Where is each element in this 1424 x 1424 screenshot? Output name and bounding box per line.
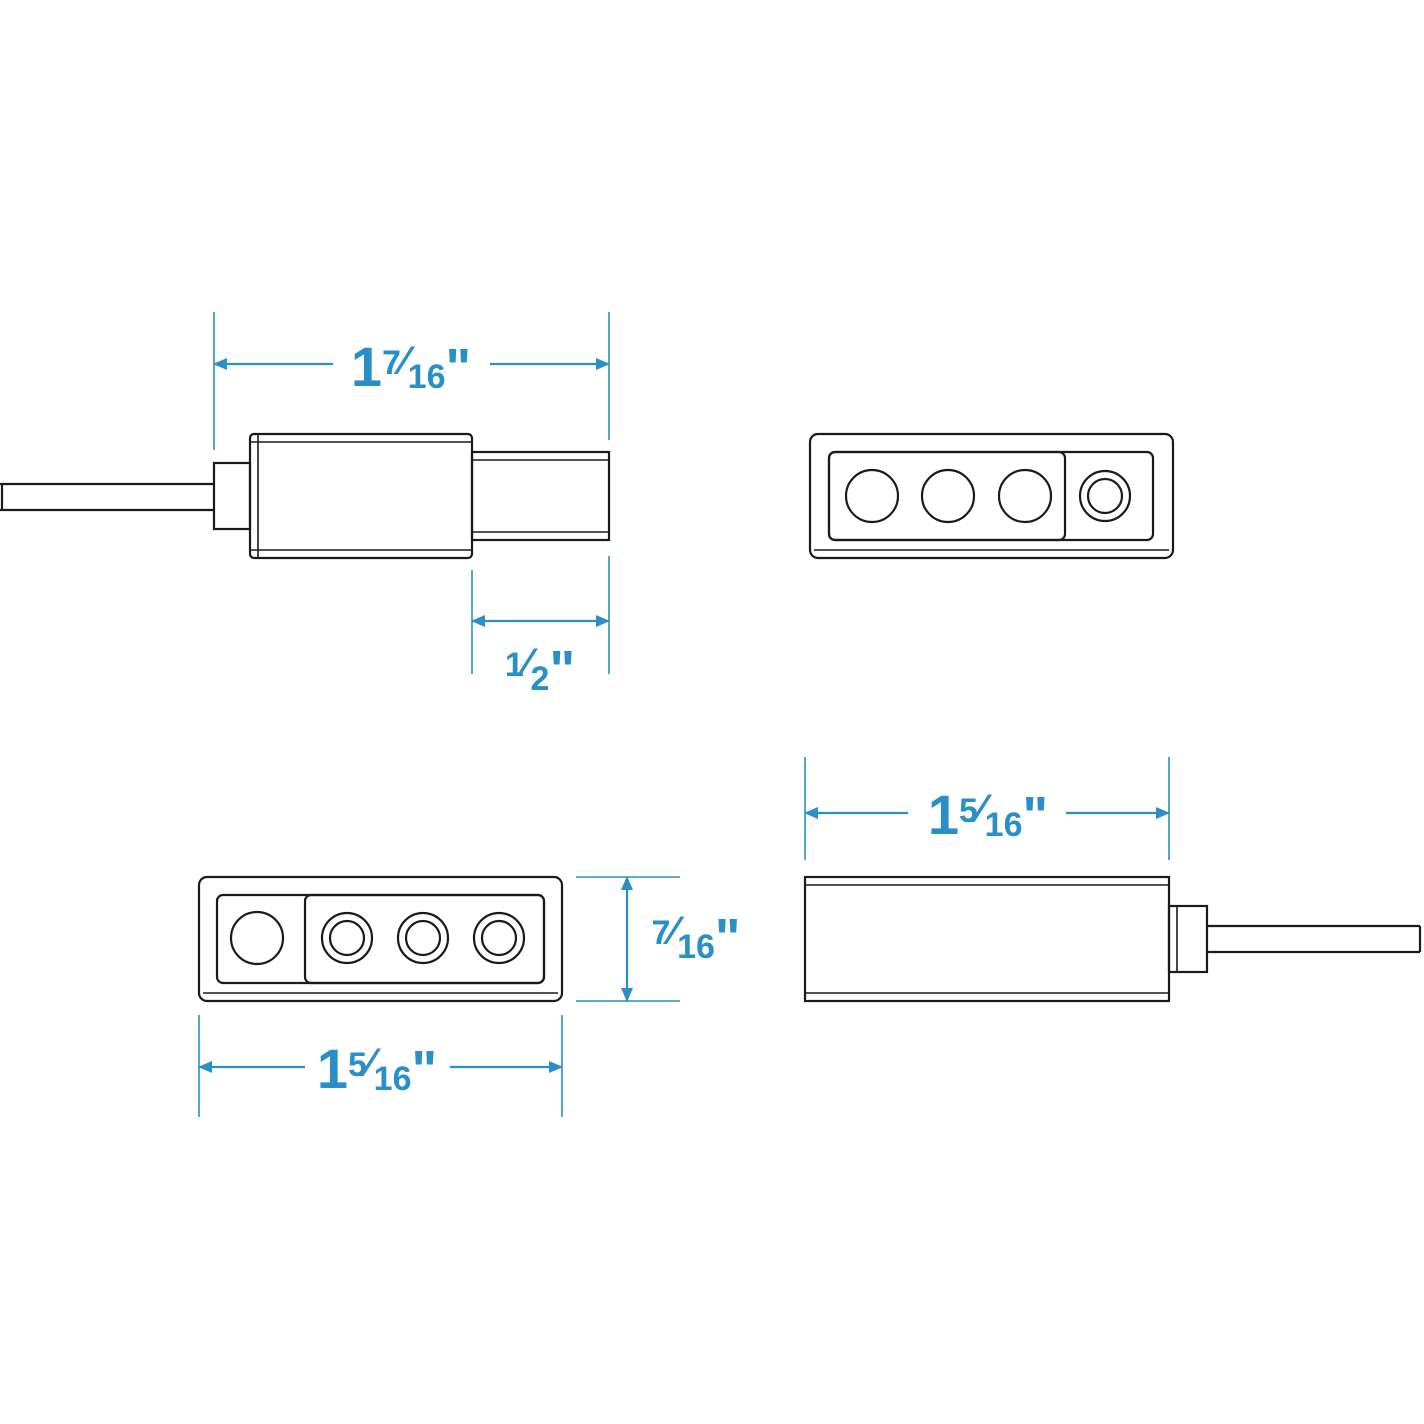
dim-side-length: 17⁄16" <box>213 312 610 450</box>
socket-block <box>827 450 1067 542</box>
prong-section <box>470 450 611 542</box>
dim-label-prong-length: 1⁄2" <box>505 640 575 700</box>
housing <box>803 875 1171 1003</box>
dim-label-front-height: 7⁄16" <box>651 908 740 968</box>
pin-ring-inner <box>328 919 366 957</box>
socket-hole <box>920 468 976 524</box>
pin-ring-inner <box>480 919 518 957</box>
dim-front-height: 7⁄16" <box>576 876 741 1002</box>
dim-body-length: 15⁄16" <box>804 757 1170 860</box>
socket-hole <box>229 910 285 966</box>
pin-ring-outer <box>396 911 450 965</box>
pin-ring-outer <box>320 911 374 965</box>
face-view-top <box>808 432 1175 560</box>
cable <box>1207 924 1422 954</box>
dim-prong-length: 1⁄2" <box>471 556 610 700</box>
dim-label-side-length: 17⁄16" <box>351 335 471 398</box>
dim-front-width: 15⁄16" <box>198 1015 563 1117</box>
socket-hole <box>844 468 900 524</box>
dim-label-front-width: 15⁄16" <box>317 1037 437 1100</box>
strain-relief <box>212 461 252 531</box>
inner-tray <box>827 450 1155 542</box>
housing <box>248 432 474 560</box>
cable <box>0 482 214 512</box>
face-view-bottom <box>197 875 564 1003</box>
socket-hole <box>997 468 1053 524</box>
pin-ring-outer <box>1078 469 1132 523</box>
strain-relief <box>1167 904 1209 974</box>
pin-ring-outer <box>472 911 526 965</box>
pin-ring-inner <box>1086 477 1124 515</box>
inner-tray <box>215 893 546 985</box>
side-view-plug <box>0 432 611 560</box>
pin-ring-inner <box>404 919 442 957</box>
dim-label-body-length: 15⁄16" <box>928 783 1048 846</box>
side-view-receptacle <box>803 875 1422 1003</box>
pin-block <box>303 893 546 985</box>
